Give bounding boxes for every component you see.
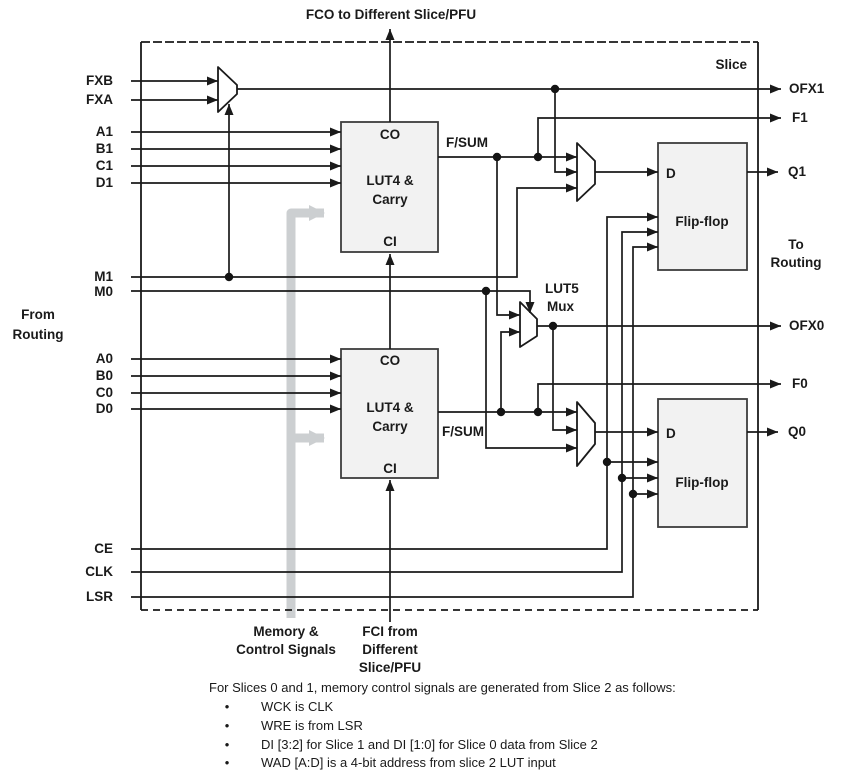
input-label-d1: D1 [96,175,114,190]
output-label-q1: Q1 [788,164,807,179]
input-label-fxa: FXA [86,92,113,107]
input-label-b0: B0 [96,368,113,383]
ff-bottom-d: D [666,426,676,441]
lut4-top-ci: CI [383,234,397,249]
junction-dots [224,84,638,499]
lut5-mux-shape [519,301,538,348]
flipflop-top-block [657,142,748,271]
lut4-top-name1: LUT4 & [366,173,414,188]
bullet-icon: • [225,737,230,752]
wires [131,29,781,622]
from-routing-line1: From [21,307,55,322]
fx-mux [217,66,238,113]
ff-top-d: D [666,166,676,181]
input-label-m1: M1 [94,269,113,284]
memory-control-label1: Memory & [253,624,319,639]
memory-control-label2: Control Signals [236,642,336,657]
to-routing-line2: Routing [771,255,822,270]
ff-top-label: Flip-flop [675,214,728,229]
lut4-bottom-co: CO [380,353,400,368]
ff-bottom-label: Flip-flop [675,475,728,490]
fsum-top-label: F/SUM [446,135,488,150]
memory-control-path [286,205,325,618]
footer-bullet-3: DI [3:2] for Slice 1 and DI [1:0] for Sl… [261,737,598,752]
input-label-m0: M0 [94,284,113,299]
lut4-bottom-ci: CI [383,461,397,476]
input-label-d0: D0 [96,401,113,416]
fci-label3: Slice/PFU [359,660,421,675]
input-label-c0: C0 [96,385,113,400]
footer-bullet-1: WCK is CLK [261,699,334,714]
slice-label: Slice [715,57,747,72]
input-label-b1: B1 [96,141,114,156]
fci-label2: Different [362,642,418,657]
footer-heading: For Slices 0 and 1, memory control signa… [209,680,676,695]
bullet-icon: • [225,718,230,733]
footer-bullet-2: WRE is from LSR [261,718,363,733]
flipflop-bottom-block [657,398,748,528]
input-label-clk: CLK [85,564,113,579]
input-label-lsr: LSR [86,589,113,604]
to-routing-line1: To [788,237,804,252]
bullet-icon: • [225,755,230,770]
input-label-ce: CE [94,541,113,556]
input-label-a1: A1 [96,124,114,139]
fco-title: FCO to Different Slice/PFU [306,7,476,22]
muxes [217,66,596,467]
from-routing-line2: Routing [13,327,64,342]
lut5-mux-label2: Mux [547,299,574,314]
footer-bullet-4: WAD [A:D] is a 4-bit address from slice … [261,755,556,770]
q0-input-mux [576,401,596,467]
lut4-top-co: CO [380,127,400,142]
lut4-top-name2: Carry [372,192,408,207]
q1-input-mux [576,142,596,202]
output-label-q0: Q0 [788,424,806,439]
output-label-ofx1: OFX1 [789,81,825,96]
fci-label1: FCI from [362,624,418,639]
blocks [340,121,748,528]
fsum-bottom-label: F/SUM [442,424,484,439]
lut5-mux-label1: LUT5 [545,281,579,296]
input-label-c1: C1 [96,158,114,173]
input-label-fxb: FXB [86,73,113,88]
lut4-carry-top-block [340,121,439,253]
bullet-icon: • [225,699,230,714]
output-label-ofx0: OFX0 [789,318,824,333]
output-label-f1: F1 [792,110,808,125]
output-label-f0: F0 [792,376,808,391]
lut4-bottom-name1: LUT4 & [366,400,414,415]
lut4-bottom-name2: Carry [372,419,408,434]
input-label-a0: A0 [96,351,113,366]
